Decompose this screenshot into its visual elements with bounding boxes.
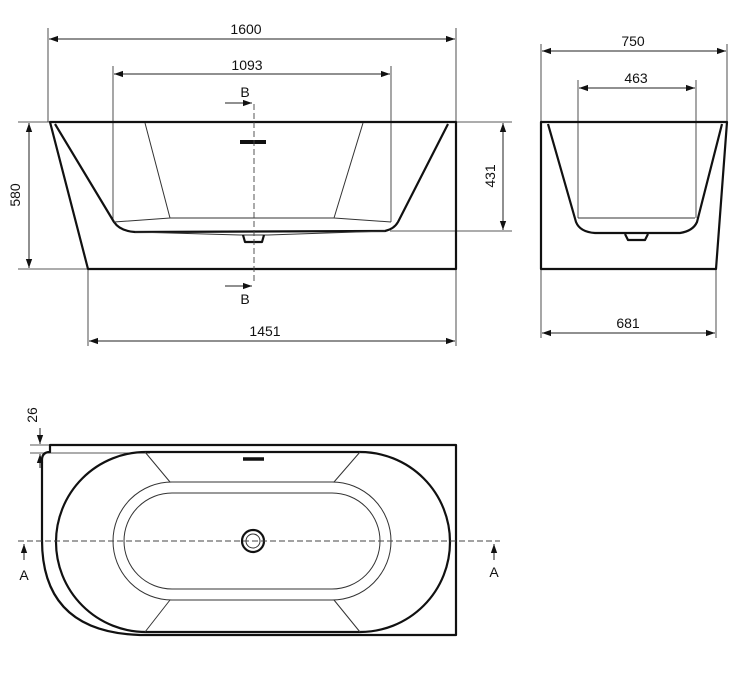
top-basin-facets — [144, 451, 361, 633]
side-inner-basin — [546, 123, 724, 235]
rim-offset-label: 26 — [24, 407, 40, 423]
section-label-a-right: A — [489, 564, 499, 580]
dimension-base-length: 1451 — [87, 270, 457, 346]
dimension-height: 580 — [7, 121, 88, 270]
side-view: 750 463 681 — [539, 33, 729, 338]
base-length-label: 1451 — [249, 323, 280, 339]
overall-width-label: 750 — [621, 33, 645, 49]
inner-depth-label: 431 — [482, 164, 498, 188]
height-label: 580 — [7, 183, 23, 207]
section-label-b-top: B — [240, 84, 249, 100]
section-label-b-bottom: B — [240, 291, 249, 307]
side-outer-shell — [539, 120, 729, 271]
dimension-overall-width: 750 — [540, 33, 728, 122]
inner-width-label: 463 — [624, 70, 648, 86]
top-outer-rim — [40, 443, 458, 637]
section-label-a-left: A — [19, 567, 29, 583]
front-basin-facet-lines — [113, 122, 392, 223]
top-view: 26 A A — [18, 407, 500, 637]
dimension-inner-depth: 431 — [390, 121, 512, 232]
dimension-inner-width: 463 — [577, 70, 697, 218]
dimension-base-width: 681 — [540, 270, 717, 338]
base-width-label: 681 — [616, 315, 640, 331]
front-inner-basin — [54, 123, 449, 234]
dimension-inner-length: 1093 — [112, 57, 392, 222]
front-drain — [241, 234, 266, 244]
front-outer-shell — [48, 120, 458, 271]
overall-length-label: 1600 — [230, 21, 261, 37]
front-view: 1600 1093 580 431 1451 — [7, 21, 512, 346]
top-basin-oval — [54, 450, 452, 634]
inner-length-label: 1093 — [231, 57, 262, 73]
side-drain — [624, 233, 649, 242]
dimension-overall-length: 1600 — [47, 21, 457, 122]
